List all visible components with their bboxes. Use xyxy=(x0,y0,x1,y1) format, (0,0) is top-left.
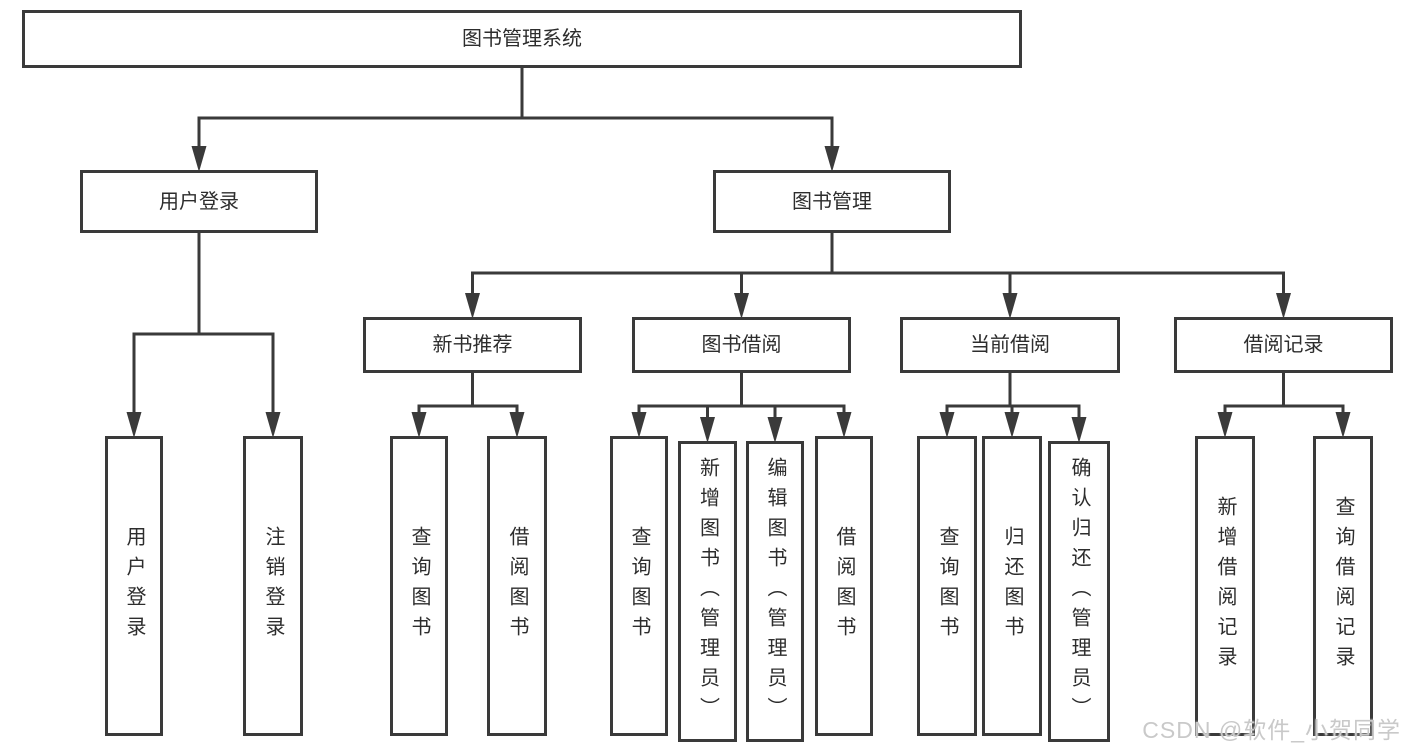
node-logout: 注销登录 xyxy=(243,436,303,736)
node-root: 图书管理系统 xyxy=(22,10,1022,68)
node-cb-confirm: 确认归还（管理员） xyxy=(1048,441,1110,742)
connector-arrowhead-icon xyxy=(265,412,281,438)
connector-arrowhead-icon xyxy=(767,417,783,443)
connector-arrowhead-icon xyxy=(1002,293,1018,319)
node-nb-borrow: 借阅图书 xyxy=(487,436,547,736)
connector-arrowhead-icon xyxy=(1004,412,1020,438)
node-book-mgmt: 图书管理 xyxy=(713,170,951,233)
node-login: 用户登录 xyxy=(105,436,163,736)
watermark: CSDN @软件_小贺同学 xyxy=(1142,717,1401,743)
connector-arrowhead-icon xyxy=(509,412,525,438)
connector-arrowhead-icon xyxy=(191,146,207,172)
connector-arrowhead-icon xyxy=(1071,417,1087,443)
connector-arrowhead-icon xyxy=(1217,412,1233,438)
node-borrow-records: 借阅记录 xyxy=(1174,317,1393,373)
node-book-borrow: 图书借阅 xyxy=(632,317,851,373)
node-bb-borrow: 借阅图书 xyxy=(815,436,873,736)
node-br-add: 新增借阅记录 xyxy=(1195,436,1255,736)
connector-arrowhead-icon xyxy=(734,293,749,319)
node-br-query: 查询借阅记录 xyxy=(1313,436,1373,736)
connector-arrowhead-icon xyxy=(465,293,480,319)
connector-arrowhead-icon xyxy=(939,412,955,438)
node-bb-query: 查询图书 xyxy=(610,436,668,736)
connector-arrowhead-icon xyxy=(126,412,142,438)
node-user-login: 用户登录 xyxy=(80,170,318,233)
node-bb-add: 新增图书（管理员） xyxy=(678,441,737,742)
node-cb-query: 查询图书 xyxy=(917,436,977,736)
node-cb-return: 归还图书 xyxy=(982,436,1042,736)
connector-arrowhead-icon xyxy=(836,412,852,438)
connector-arrowhead-icon xyxy=(1335,412,1351,438)
connector-arrowhead-icon xyxy=(700,417,715,443)
node-current-borrow: 当前借阅 xyxy=(900,317,1120,373)
connector-arrowhead-icon xyxy=(411,412,427,438)
node-bb-edit: 编辑图书（管理员） xyxy=(746,441,804,742)
connector-arrowhead-icon xyxy=(824,146,840,172)
node-nb-query: 查询图书 xyxy=(390,436,448,736)
connector-arrowhead-icon xyxy=(631,412,647,438)
node-new-book-rec: 新书推荐 xyxy=(363,317,582,373)
connector-arrowhead-icon xyxy=(1276,293,1291,319)
